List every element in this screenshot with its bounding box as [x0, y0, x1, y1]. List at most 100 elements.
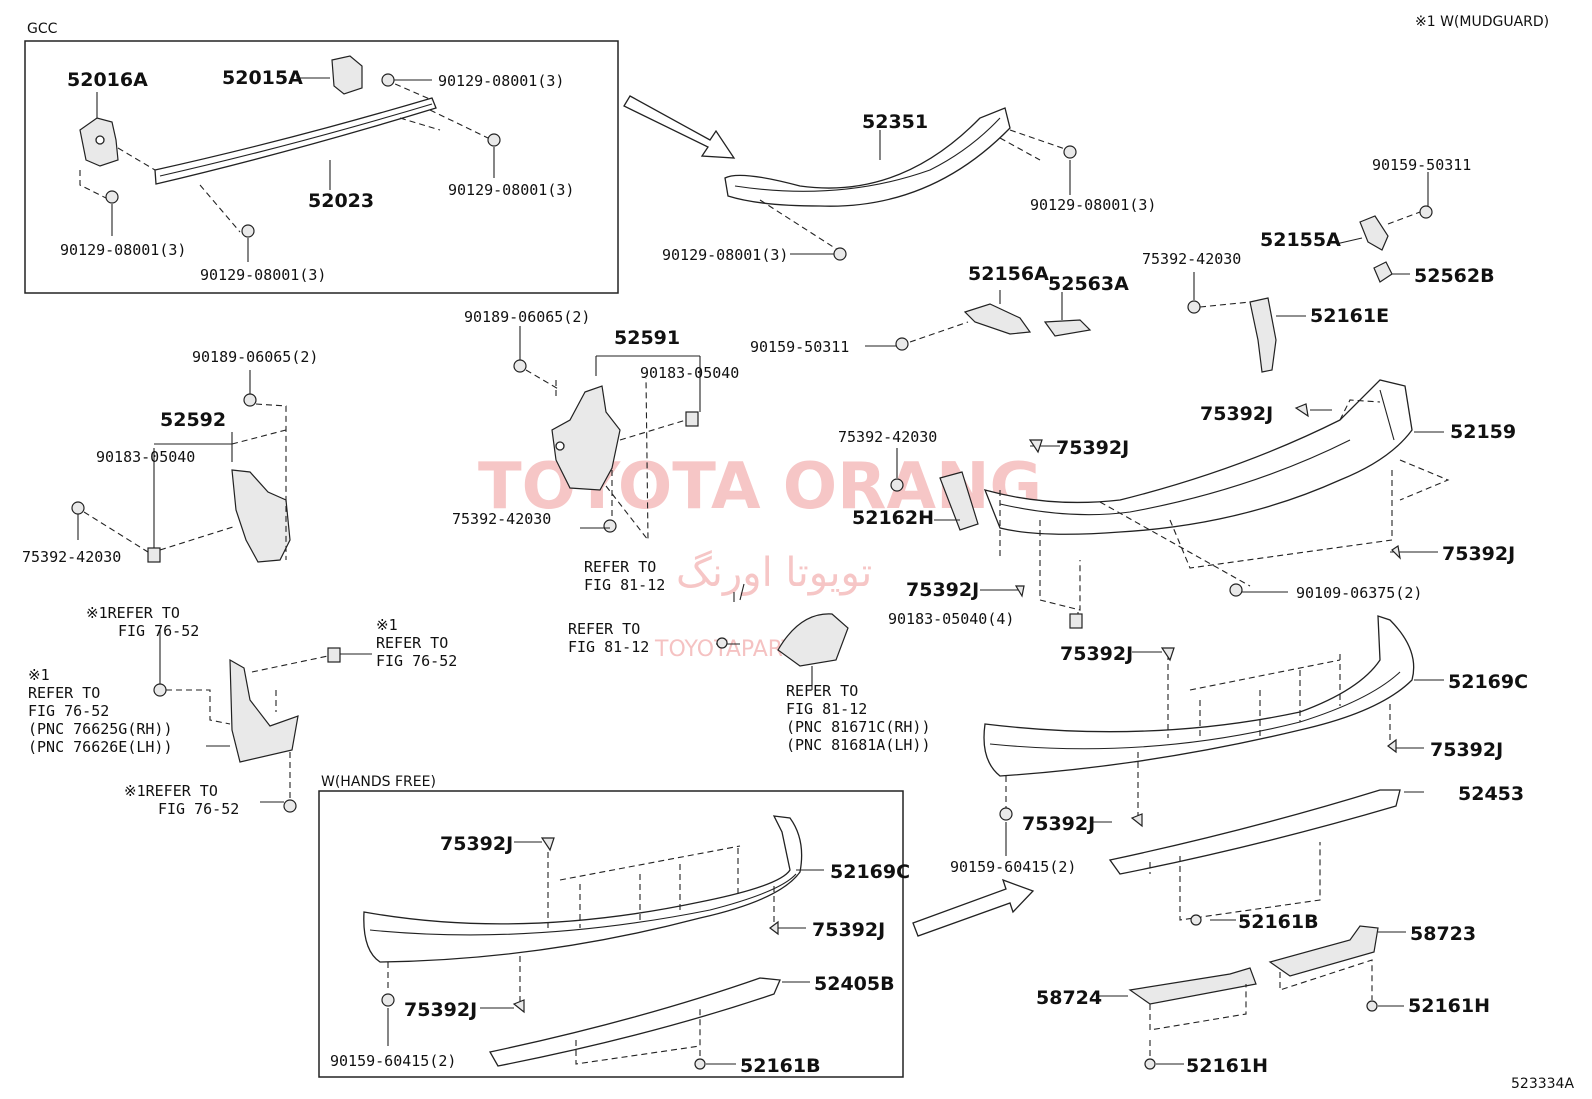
bracket-52563A-drawing	[1043, 319, 1092, 337]
part-52015A: 52015A	[222, 67, 303, 89]
mud-refer-2c: FIG 76-52	[376, 652, 457, 670]
part-52592: 52592	[160, 409, 226, 431]
refer-3d: (PNC 81681A(LH))	[786, 736, 931, 754]
fastener-g1: 90183-05040	[640, 364, 739, 382]
clip-icons-52159	[1014, 403, 1401, 629]
fastener-h7: 75392J	[1022, 813, 1095, 835]
reinforcement-52351-drawing	[724, 107, 1011, 207]
fastener-d3: 75392-42030	[452, 510, 551, 528]
mud-refer-3c: FIG 76-52	[28, 702, 109, 720]
hands-free-label: W(HANDS FREE)	[321, 774, 436, 790]
gcc-frame	[24, 40, 619, 294]
part-52155A: 52155A	[1260, 229, 1341, 251]
fastener-h4: 75392J	[906, 579, 979, 601]
part-52562B: 52562B	[1414, 265, 1495, 287]
fastener-b1: 90129-08001(3)	[1030, 196, 1156, 214]
mud-refer-3e: (PNC 76626E(LH))	[28, 738, 173, 756]
bracket-52016A-drawing	[79, 117, 119, 167]
lower-cover-hf-drawing	[363, 815, 803, 963]
mud-refer-3b: REFER TO	[28, 684, 100, 702]
part-52162H: 52162H	[852, 507, 934, 529]
part-52351: 52351	[862, 111, 928, 133]
part-52169C-hf: 52169C	[830, 861, 910, 883]
part-52169C-main: 52169C	[1448, 671, 1528, 693]
part-52161E: 52161E	[1310, 305, 1389, 327]
watermark-brand-fa: تویوتا اورنگ	[676, 550, 872, 596]
bumper-cover-52159-drawing	[983, 379, 1413, 535]
fastener-j1: 90159-60415(2)	[950, 858, 1076, 876]
fastener-g2: 90183-05040	[96, 448, 195, 466]
fastener-h5: 75392J	[1060, 643, 1133, 665]
fastener-h1: 75392J	[1200, 403, 1273, 425]
mud-refer-4a: ※1REFER TO	[124, 782, 218, 800]
refer-3a: REFER TO	[786, 682, 858, 700]
part-52159: 52159	[1450, 421, 1516, 443]
mud-refer-4b: FIG 76-52	[158, 800, 239, 818]
mud-refer-3a: ※1	[28, 666, 50, 684]
fastener-a3: 90129-08001(3)	[60, 241, 186, 259]
fastener-b2: 90129-08001(3)	[662, 246, 788, 264]
mud-refer-2b: REFER TO	[376, 634, 448, 652]
reflector-trim-52162H-drawing	[939, 471, 979, 531]
fastener-i1: 90109-06375(2)	[1296, 584, 1422, 602]
fastener-d4: 75392-42030	[22, 548, 121, 566]
figure-id: 523334A	[1511, 1076, 1574, 1092]
fastener-h2: 75392J	[1056, 437, 1129, 459]
fastener-a2: 90129-08001(3)	[448, 181, 574, 199]
mud-refer-1b: FIG 76-52	[118, 622, 199, 640]
fastener-h8: 75392J	[440, 833, 513, 855]
clip-icons-52169C	[999, 647, 1397, 828]
fastener-a4: 90129-08001(3)	[200, 266, 326, 284]
part-52161H-b: 52161H	[1186, 1055, 1268, 1077]
refer-2a: REFER TO	[568, 620, 640, 638]
part-52156A: 52156A	[968, 263, 1049, 285]
fastener-e1: 90189-06065(2)	[464, 308, 590, 326]
mud-refer-1a: ※1REFER TO	[86, 604, 180, 622]
fastener-h9: 75392J	[812, 919, 885, 941]
fastener-h10: 75392J	[404, 999, 477, 1021]
fastener-d2: 75392-42030	[838, 428, 937, 446]
panel-58724-drawing	[1128, 967, 1257, 1005]
refer-3c: (PNC 81671C(RH))	[786, 718, 931, 736]
gcc-label: GCC	[27, 21, 58, 37]
fastener-h3: 75392J	[1442, 543, 1515, 565]
lower-cover-52169C-drawing	[983, 615, 1415, 777]
part-52453: 52453	[1458, 783, 1524, 805]
fastener-j2: 90159-60415(2)	[330, 1052, 456, 1070]
refer-1a: REFER TO	[584, 558, 656, 576]
lower-panel-52453-drawing	[1108, 789, 1401, 875]
bracket-52015A-drawing	[331, 55, 363, 95]
fastener-g3: 90183-05040(4)	[888, 610, 1014, 628]
bolt-icons-gcc	[105, 73, 501, 238]
part-52563A: 52563A	[1048, 273, 1129, 295]
refer-2b: FIG 81-12	[568, 638, 649, 656]
part-52023: 52023	[308, 190, 374, 212]
part-58723: 58723	[1410, 923, 1476, 945]
mud-refer-2a: ※1	[376, 616, 398, 634]
arrow-to-lower-cover	[912, 878, 1035, 937]
lower-panel-52405B-drawing	[488, 977, 781, 1067]
part-52161B-main: 52161B	[1238, 911, 1319, 933]
part-52016A: 52016A	[67, 69, 148, 91]
note-legend: ※1 W(MUDGUARD)	[1415, 14, 1549, 30]
clip-icons-hf	[381, 837, 779, 1014]
fastener-d1: 75392-42030	[1142, 250, 1241, 268]
bracket-52592-drawing	[231, 469, 291, 563]
part-52161H-a: 52161H	[1408, 995, 1490, 1017]
fastener-c2: 90159-50311	[750, 338, 849, 356]
fastener-h6: 75392J	[1430, 739, 1503, 761]
part-52405B: 52405B	[814, 973, 895, 995]
trim-52161E-drawing	[1249, 297, 1277, 373]
arrow-to-reinforcement	[623, 95, 736, 159]
bracket-52156A-drawing	[963, 303, 1032, 335]
refer-1b: FIG 81-12	[584, 576, 665, 594]
part-52161B-hf: 52161B	[740, 1055, 821, 1077]
panel-58723-drawing	[1268, 925, 1379, 977]
fastener-c1: 90159-50311	[1372, 156, 1471, 174]
bracket-52591-drawing	[551, 385, 621, 491]
part-58724: 58724	[1036, 987, 1102, 1009]
fastener-e2: 90189-06065(2)	[192, 348, 318, 366]
fastener-a1: 90129-08001(3)	[438, 72, 564, 90]
reflector-drawing	[777, 613, 849, 667]
